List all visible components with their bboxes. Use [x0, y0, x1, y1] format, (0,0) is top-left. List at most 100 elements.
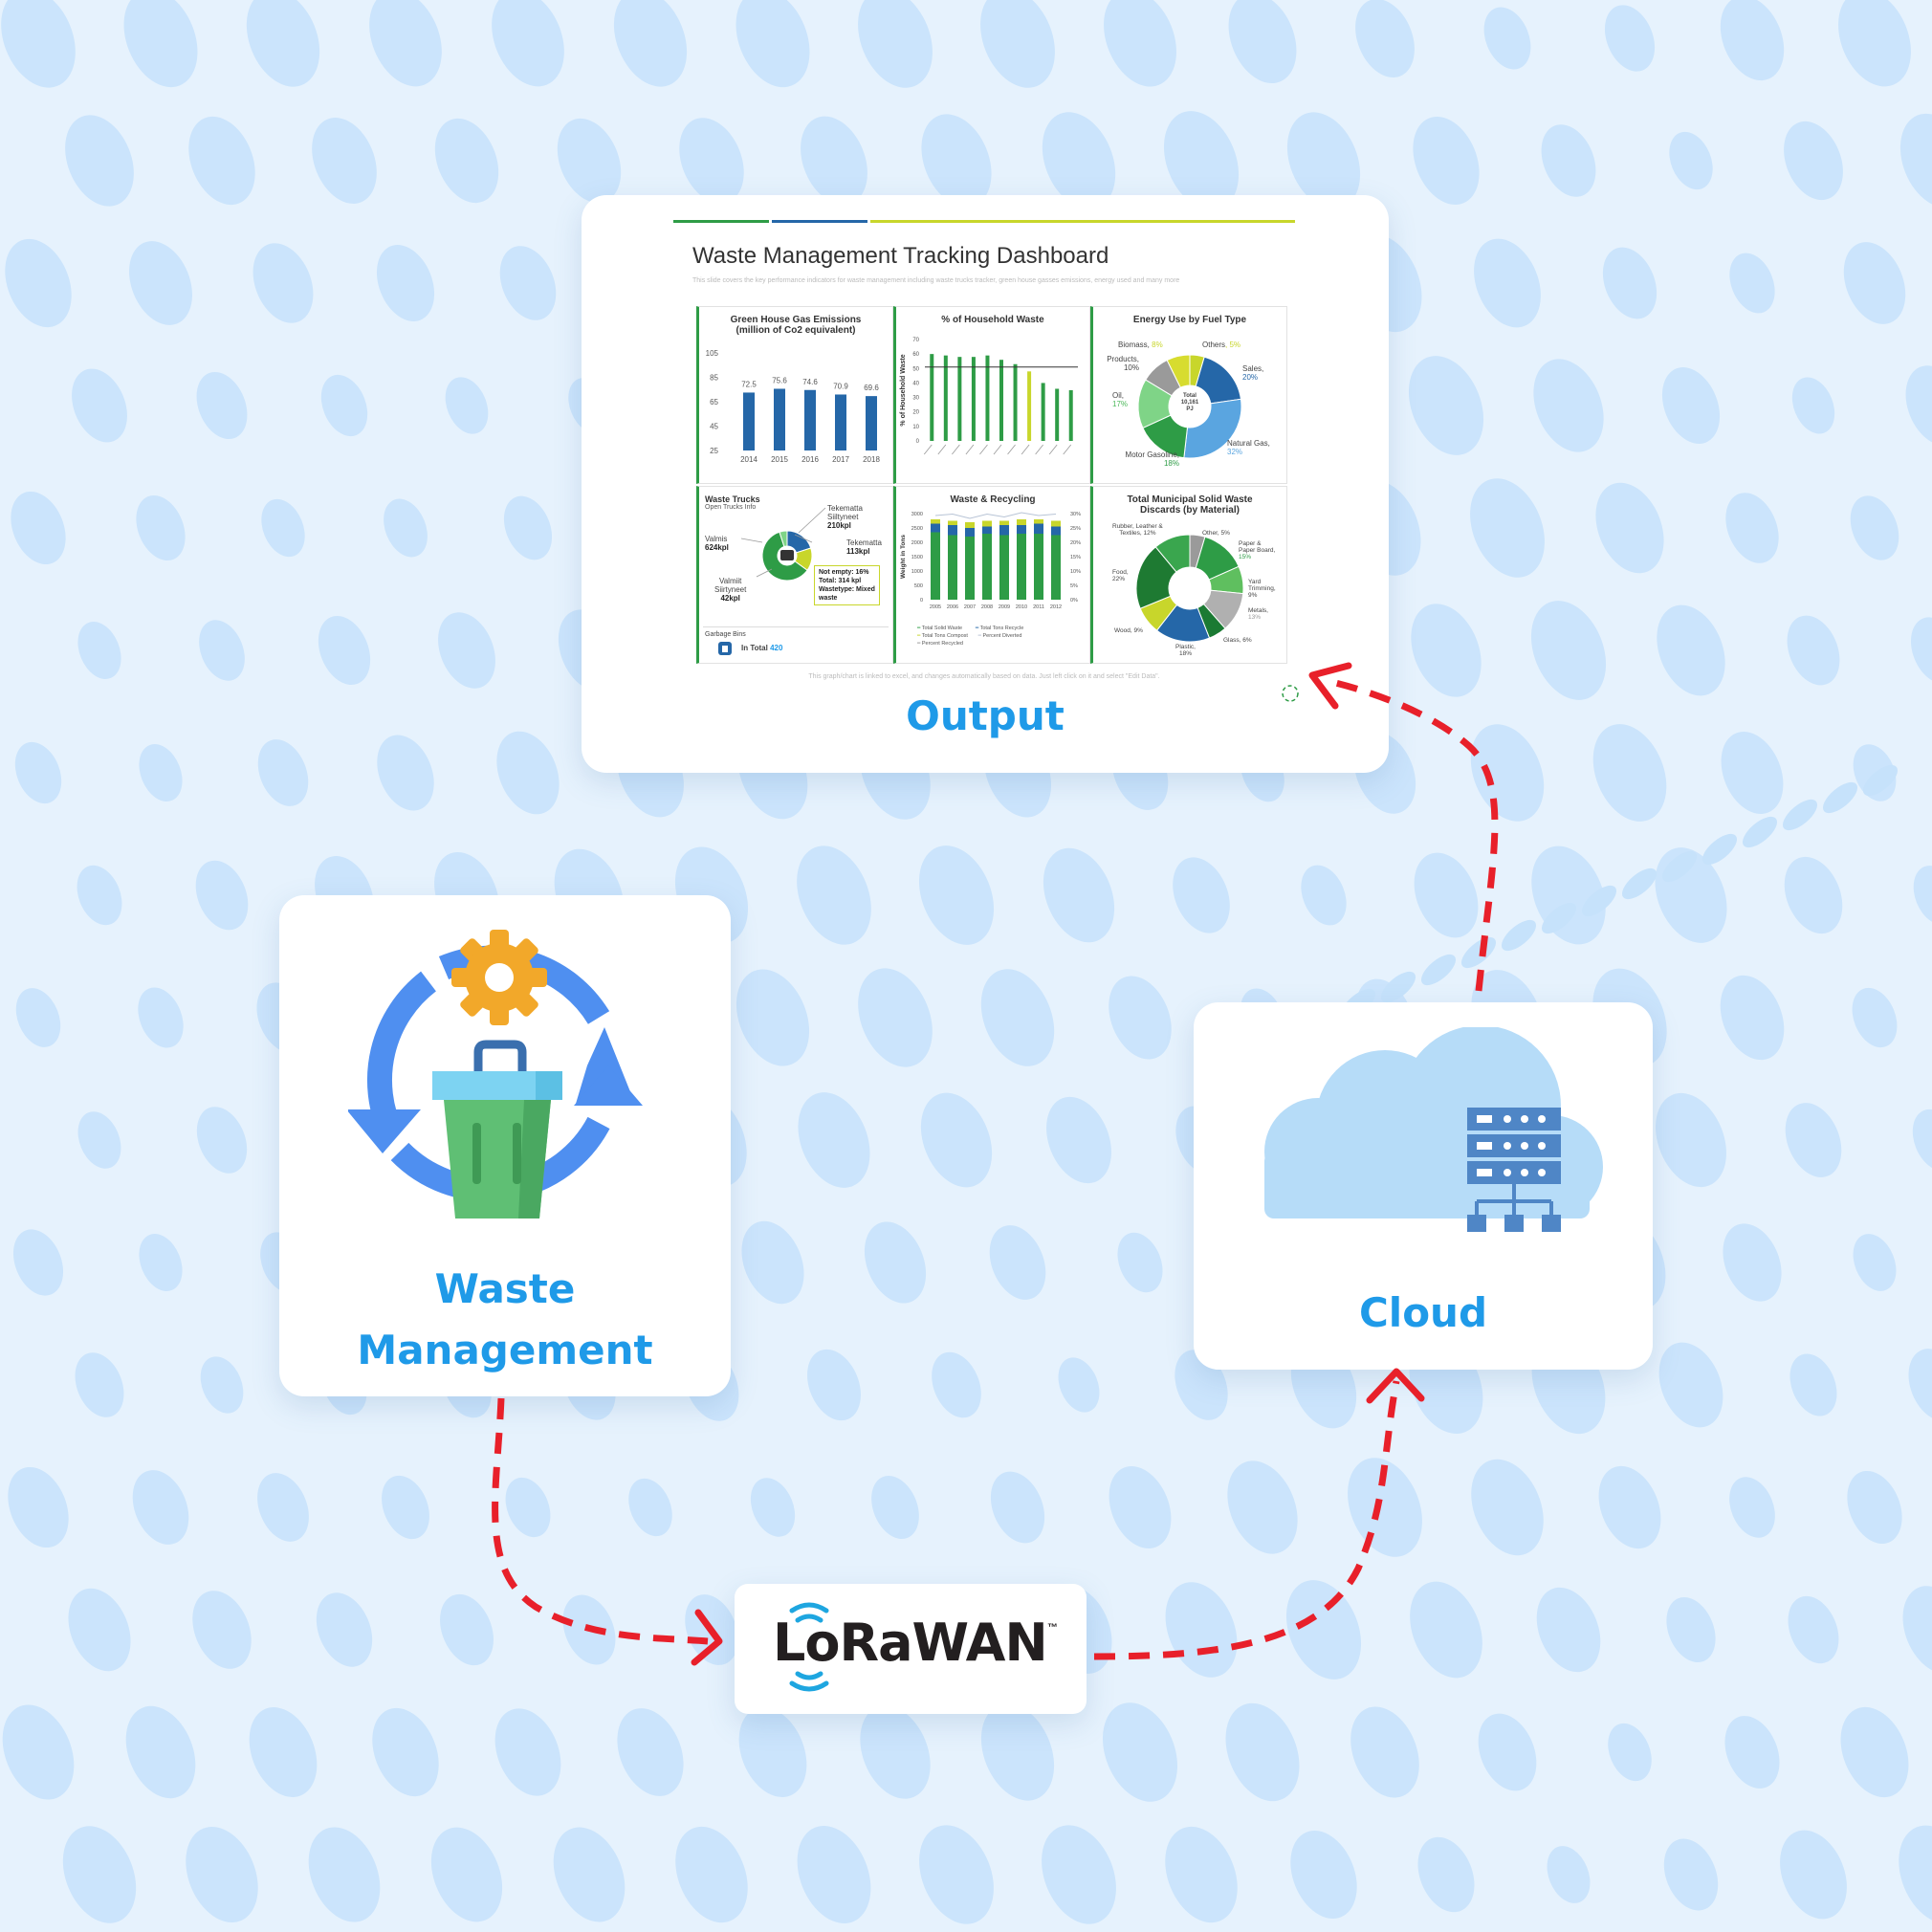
trucks-leader-3 — [798, 507, 826, 534]
energy-label-biomass: Biomass, 8% — [1118, 340, 1163, 349]
bg-dot-14 — [1720, 0, 1785, 81]
bg-dot-255 — [1899, 1825, 1932, 1924]
rec-xtick-1: 2006 — [947, 604, 958, 610]
hh-xtick-9 — [1048, 444, 1058, 455]
bg-dot-250 — [1290, 1830, 1357, 1920]
rec-bar-recycle-6 — [1034, 523, 1043, 534]
bg-dot-240 — [62, 1826, 137, 1923]
bg-dot-118 — [797, 845, 871, 945]
bg-dot-11 — [1355, 0, 1415, 78]
rec-ytick-right-5: 5% — [1070, 583, 1078, 589]
rec-xtick-5: 2010 — [1016, 604, 1027, 610]
bg-dot-238 — [1724, 1716, 1780, 1789]
energy-use-panel: Energy Use by Fuel Type Biomass, 8% Othe… — [1090, 306, 1287, 484]
bg-dot-257 — [1380, 971, 1416, 1003]
hh-bar-7 — [1027, 371, 1032, 441]
bg-dot-267 — [1782, 799, 1818, 831]
bg-dot-194 — [257, 1473, 309, 1542]
bg-dot-92 — [1530, 601, 1607, 700]
bg-dot-32 — [5, 238, 72, 328]
bg-dot-161 — [139, 1234, 183, 1291]
energy-title: Energy Use by Fuel Type — [1132, 315, 1247, 325]
rec-xtick-7: 2012 — [1050, 604, 1062, 610]
ghg-bar-2 — [804, 389, 816, 450]
energy-slice-6 — [1166, 354, 1191, 388]
bg-dot-59 — [1408, 356, 1484, 455]
bg-dot-241 — [186, 1826, 258, 1923]
bg-dot-221 — [1666, 1597, 1716, 1662]
bg-dot-218 — [1285, 1580, 1362, 1680]
bg-dot-83 — [438, 612, 495, 689]
ghg-ytick-0: 105 — [706, 349, 719, 358]
bg-dot-0 — [1, 0, 76, 88]
bg-dot-174 — [1723, 1223, 1782, 1302]
rec-bar-solid-5 — [1017, 534, 1026, 600]
output-label: Output — [906, 692, 1065, 739]
ghg-bar-label-1: 75.6 — [772, 376, 787, 384]
ghg-ytick-1: 85 — [710, 374, 718, 383]
trucks-divider — [703, 626, 889, 627]
bg-dot-61 — [1661, 367, 1721, 444]
bg-dot-45 — [1602, 247, 1658, 319]
bg-dot-93 — [1657, 604, 1725, 696]
bg-dot-7 — [858, 0, 933, 88]
bg-dot-28 — [1541, 124, 1596, 197]
rec-bar-recycle-1 — [948, 525, 957, 536]
bg-dot-261 — [1541, 902, 1577, 934]
energy-slice-2 — [1183, 398, 1242, 459]
bg-dot-229 — [617, 1708, 684, 1796]
rec-ytick-3: 1500 — [911, 555, 923, 560]
bg-dot-44 — [1474, 238, 1541, 328]
bg-dot-128 — [15, 988, 61, 1047]
bg-dot-157 — [1656, 1092, 1726, 1188]
bg-dot-99 — [377, 735, 434, 811]
bg-dot-136 — [980, 969, 1055, 1066]
bg-dot-266 — [1742, 816, 1778, 848]
bg-dot-91 — [1411, 604, 1482, 697]
bg-dot-151 — [920, 1092, 993, 1188]
rec-ytick-6: 0 — [920, 598, 923, 604]
bg-dot-15 — [1838, 0, 1911, 87]
bg-dot-253 — [1663, 1838, 1719, 1911]
hh-bar-1 — [943, 355, 948, 441]
household-title: % of Household Waste — [941, 315, 1044, 325]
arrowhead-cloud — [1366, 1368, 1425, 1404]
bg-dot-159 — [1912, 1109, 1932, 1172]
recycling-title: Waste & Recycling — [950, 494, 1036, 505]
ghg-title: Green House Gas Emissions (million of Co… — [730, 315, 862, 336]
bg-dot-242 — [308, 1827, 381, 1922]
gear-icon — [451, 930, 547, 1025]
bg-dot-225 — [125, 1705, 196, 1799]
rec-ytick-right-6: 0% — [1070, 598, 1078, 604]
msw-label-glass: Glass, 6% — [1223, 637, 1252, 644]
bg-dot-189 — [1658, 1342, 1723, 1428]
bg-dot-227 — [372, 1707, 439, 1797]
waste-management-label: Waste Management — [357, 1265, 653, 1373]
bg-dot-68 — [503, 495, 553, 560]
bg-dot-254 — [1780, 1830, 1847, 1920]
bg-dot-22 — [801, 116, 867, 206]
bg-dot-249 — [1165, 1826, 1238, 1923]
garbage-bins-total: In Total 420 — [741, 644, 783, 652]
bg-dot-144 — [77, 1111, 121, 1169]
ghg-bar-label-3: 70.9 — [833, 382, 848, 390]
bg-dot-51 — [445, 377, 489, 434]
rec-bar-solid-3 — [982, 534, 992, 600]
bg-dot-196 — [505, 1477, 551, 1538]
trucks-leader-1 — [740, 538, 763, 543]
bg-dot-193 — [132, 1470, 189, 1545]
dashboard-subtitle: This slide covers the key performance in… — [692, 277, 1180, 284]
rec-ytick-0: 3000 — [911, 512, 923, 517]
hh-ytick-6: 10 — [912, 425, 919, 430]
refresh-icon[interactable] — [1280, 683, 1301, 704]
hh-xtick-2 — [952, 444, 960, 455]
wifi-waves-icon — [789, 1602, 829, 1692]
bg-dot-184 — [1058, 1357, 1100, 1413]
bg-dot-239 — [1840, 1706, 1909, 1798]
hh-bar-3 — [971, 357, 976, 441]
bg-dot-265 — [1701, 833, 1738, 866]
bg-dot-5 — [613, 0, 688, 87]
